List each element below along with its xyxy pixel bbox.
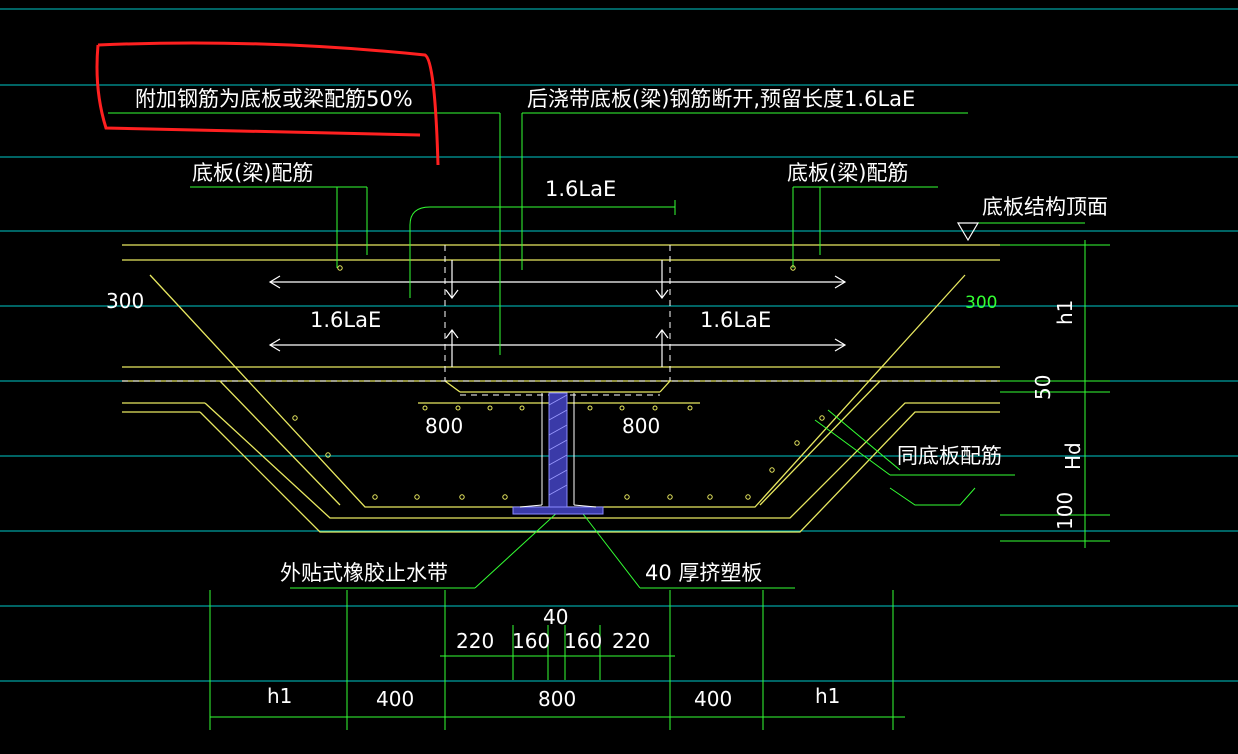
waterstop-board xyxy=(512,392,604,515)
vert-100: 100 xyxy=(1053,492,1077,530)
dim-40: 40 xyxy=(543,605,568,629)
width-800-right: 800 xyxy=(622,414,660,438)
width-300-left: 300 xyxy=(106,289,144,313)
vert-50: 50 xyxy=(1031,375,1055,400)
lae-left: 1.6LaE xyxy=(310,308,381,332)
slab-top-label: 底板结构顶面 xyxy=(982,195,1108,219)
post-pour-dashes xyxy=(122,245,1000,396)
dim-160-left: 160 xyxy=(512,629,550,653)
width-300-right: 300 xyxy=(965,293,997,313)
slab-rebar-label-right: 底板(梁)配筋 xyxy=(787,161,908,185)
red-highlight xyxy=(95,41,440,166)
dim-220-right: 220 xyxy=(612,629,650,653)
same-rebar-label: 同底板配筋 xyxy=(897,444,1002,468)
dim-h1-left: h1 xyxy=(267,684,292,708)
dim-160-right: 160 xyxy=(564,629,602,653)
waterstop-label: 外贴式橡胶止水带 xyxy=(280,561,448,585)
dim-400-right: 400 xyxy=(694,687,732,711)
vert-hd: Hd xyxy=(1061,442,1085,470)
rebar-dots xyxy=(292,265,825,500)
slab-rebar-label-left: 底板(梁)配筋 xyxy=(192,161,313,185)
board-label: 40 厚挤塑板 xyxy=(645,561,762,585)
dim-220-left: 220 xyxy=(456,629,494,653)
post-pour-note: 后浇带底板(梁)钢筋断开,预留长度1.6LaE xyxy=(527,87,915,111)
dim-800: 800 xyxy=(538,687,576,711)
vert-h1: h1 xyxy=(1053,300,1077,325)
slab-top-marker xyxy=(956,222,980,242)
leader-lines xyxy=(108,112,1110,730)
dim-400-left: 400 xyxy=(376,687,414,711)
width-800-left: 800 xyxy=(425,414,463,438)
lae-top: 1.6LaE xyxy=(545,177,616,201)
additional-rebar-note: 附加钢筋为底板或梁配筋50% xyxy=(135,87,413,111)
arrow-heads xyxy=(268,275,847,352)
dim-h1-right: h1 xyxy=(815,684,840,708)
rebar-lines xyxy=(270,260,845,367)
lae-right: 1.6LaE xyxy=(700,308,771,332)
